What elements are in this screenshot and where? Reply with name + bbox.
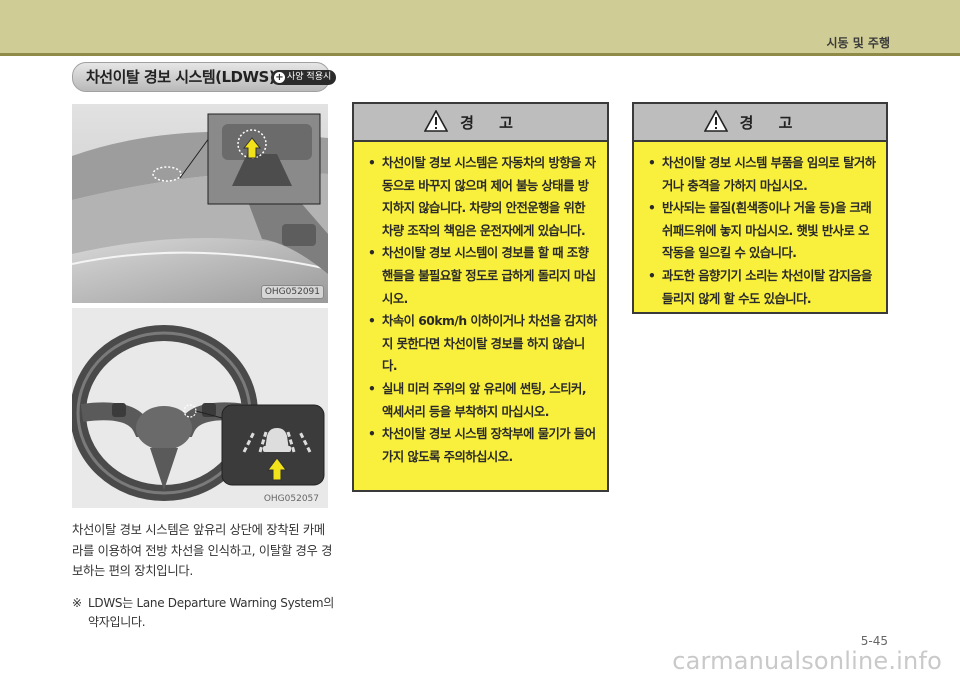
warning-triangle-icon — [704, 110, 728, 132]
warning-item: 차속이 60km/h 이하이거나 차선을 감지하지 못한다면 차선이탈 경보를 … — [364, 310, 597, 378]
steering-wheel-drawing — [72, 308, 328, 508]
steering-wheel-illustration: OHG052057 — [72, 308, 328, 508]
warning-title: 경 고 — [739, 114, 803, 132]
warning-box-right: 경 고 차선이탈 경보 시스템 부품을 임의로 탈거하거나 충격을 가하지 마십… — [632, 102, 888, 314]
header-rule — [0, 53, 960, 56]
warning-item: 실내 미러 주위의 앞 유리에 썬팅, 스티커, 액세서리 등을 부착하지 마십… — [364, 378, 597, 423]
warning-item: 반사되는 물질(흰색종이나 거울 등)을 크래쉬패드위에 놓지 마십시오. 햇빛… — [644, 197, 876, 265]
windshield-drawing — [72, 104, 328, 303]
image-code-steering: OHG052057 — [263, 494, 319, 504]
warning-header: 경 고 — [634, 104, 886, 142]
reference-mark: ※ — [72, 596, 82, 610]
warning-header: 경 고 — [354, 104, 607, 142]
page-number: 5-45 — [860, 634, 888, 648]
option-badge-label: 사양 적용시 — [287, 72, 332, 82]
warning-box-left: 경 고 차선이탈 경보 시스템은 자동차의 방향을 자동으로 바꾸지 않으며 제… — [352, 102, 609, 492]
header-band — [0, 0, 960, 53]
description-paragraph: 차선이탈 경보 시스템은 앞유리 상단에 장착된 카메라를 이용하여 전방 차선… — [72, 523, 333, 578]
warning-item: 차선이탈 경보 시스템이 경보를 할 때 조향 핸들을 불필요할 정도로 급하게… — [364, 242, 597, 310]
warning-triangle-icon — [424, 110, 448, 132]
image-code-windshield: OHG052091 — [260, 285, 324, 299]
section-title: 차선이탈 경보 시스템(LDWS) — [86, 68, 276, 86]
warning-item: 차선이탈 경보 시스템 장착부에 물기가 들어가지 않도록 주의하십시오. — [364, 423, 597, 468]
chapter-title: 시동 및 주행 — [826, 36, 890, 50]
warning-item: 차선이탈 경보 시스템은 자동차의 방향을 자동으로 바꾸지 않으며 제어 불능… — [364, 152, 597, 242]
windshield-camera-illustration: OHG052091 — [72, 104, 328, 303]
footnote-text: LDWS는 Lane Departure Warning System의 약자입… — [88, 596, 334, 629]
watermark: carmanualsonline.info — [672, 647, 942, 675]
warning-list: 차선이탈 경보 시스템은 자동차의 방향을 자동으로 바꾸지 않으며 제어 불능… — [354, 142, 607, 468]
warning-item: 차선이탈 경보 시스템 부품을 임의로 탈거하거나 충격을 가하지 마십시오. — [644, 152, 876, 197]
warning-item: 과도한 음향기기 소리는 차선이탈 감지음을 들리지 않게 할 수도 있습니다. — [644, 265, 876, 310]
plus-icon: + — [274, 72, 285, 83]
warning-list: 차선이탈 경보 시스템 부품을 임의로 탈거하거나 충격을 가하지 마십시오. … — [634, 142, 886, 310]
option-badge: + 사양 적용시 — [271, 70, 337, 85]
warning-title: 경 고 — [460, 114, 523, 132]
footnote: ※ LDWS는 Lane Departure Warning System의 약… — [72, 594, 334, 632]
